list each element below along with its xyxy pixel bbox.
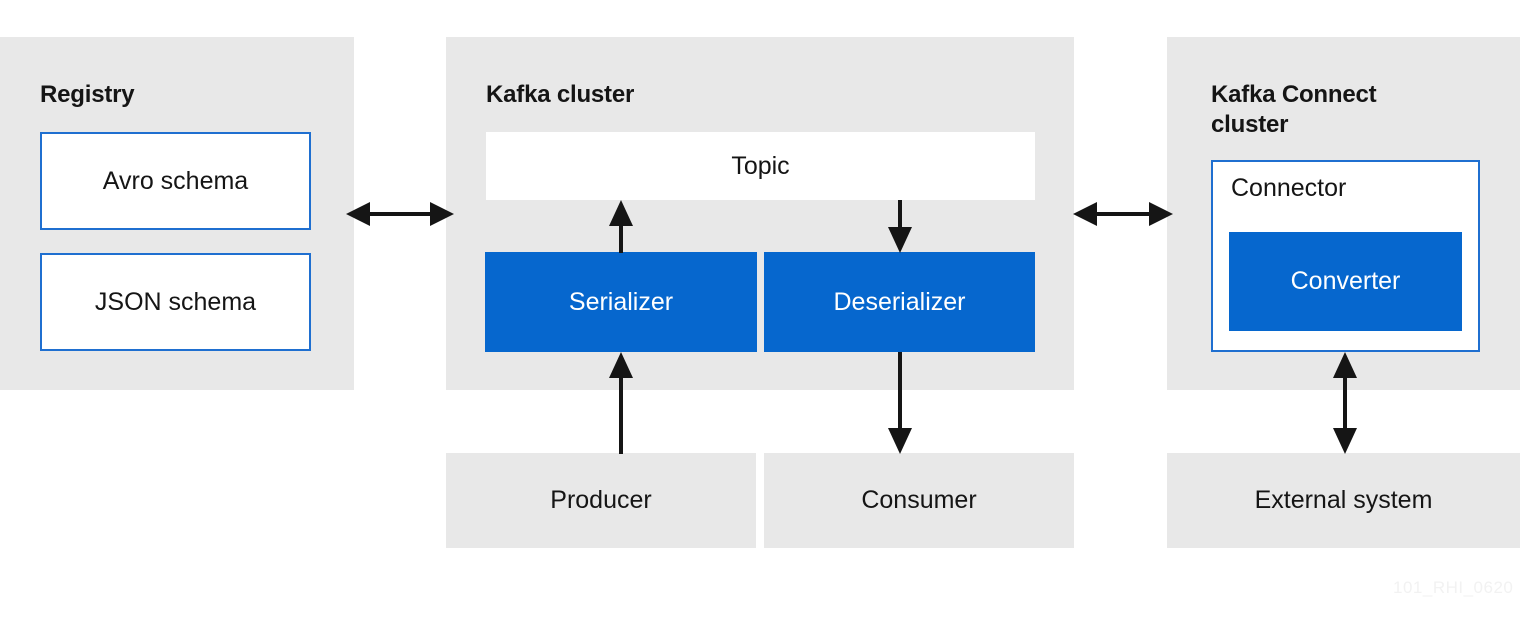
json-schema-box[interactable]: JSON schema [40,253,311,351]
kafka-connect-cluster-panel-title: Kafka Connect cluster [1211,81,1377,138]
json-schema-label: JSON schema [94,287,257,316]
serializer-to-topic-arrow [609,200,633,253]
serializer-box[interactable]: Serializer [485,252,757,352]
producer-to-serializer-arrow [609,352,633,454]
kafka-cluster-panel-title: Kafka cluster [486,81,635,108]
consumer-box[interactable]: Consumer [764,453,1074,548]
producer-label: Producer [550,486,652,514]
topic-label: Topic [731,151,790,180]
serializer-label: Serializer [568,287,674,316]
watermark-label: 101_RHI_0620 [1393,578,1514,597]
connector-label: Connector [1231,174,1347,202]
external-system-box[interactable]: External system [1167,453,1520,548]
connector-to-external-system-arrow [1333,352,1357,454]
registry-to-kafka-arrow [346,202,454,226]
registry-panel-title: Registry [40,81,135,108]
consumer-label: Consumer [861,486,977,514]
external-system-label: External system [1254,486,1433,514]
deserializer-label: Deserializer [833,287,966,316]
topic-box[interactable]: Topic [486,132,1035,200]
producer-box[interactable]: Producer [446,453,756,548]
avro-schema-label: Avro schema [102,166,249,195]
kafka-to-connect-arrow [1073,202,1173,226]
topic-to-deserializer-arrow [888,200,912,253]
avro-schema-box[interactable]: Avro schema [40,132,311,230]
deserializer-to-consumer-arrow [888,352,912,454]
converter-label: Converter [1290,267,1401,295]
converter-box[interactable]: Converter [1229,232,1462,331]
deserializer-box[interactable]: Deserializer [764,252,1035,352]
